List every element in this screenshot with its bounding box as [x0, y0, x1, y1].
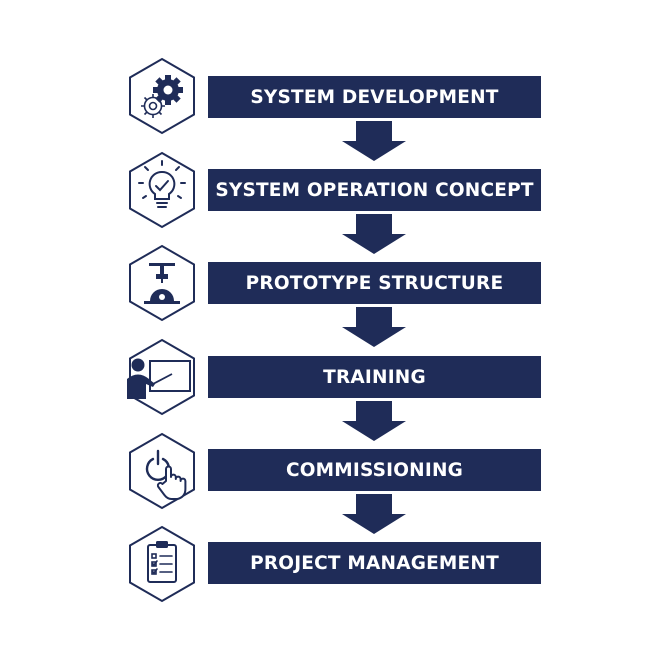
- step-bar-prototype-structure: PROTOTYPE STRUCTURE: [208, 262, 541, 304]
- down-arrow-icon: [342, 121, 406, 161]
- down-arrow-icon: [342, 401, 406, 441]
- presenter-icon: [127, 338, 195, 416]
- step-bar-project-management: PROJECT MANAGEMENT: [208, 542, 541, 584]
- step-label: TRAINING: [323, 366, 426, 388]
- down-arrow-icon: [342, 307, 406, 347]
- lightbulb-icon: [129, 151, 195, 229]
- step-label: SYSTEM OPERATION CONCEPT: [215, 179, 534, 201]
- gears-icon: [129, 57, 195, 135]
- step-label: PROTOTYPE STRUCTURE: [245, 272, 504, 294]
- step-bar-commissioning: COMMISSIONING: [208, 449, 541, 491]
- power-touch-icon: [129, 432, 195, 510]
- step-bar-training: TRAINING: [208, 356, 541, 398]
- down-arrow-icon: [342, 214, 406, 254]
- step-label: COMMISSIONING: [285, 459, 464, 481]
- step-label: SYSTEM DEVELOPMENT: [250, 86, 499, 108]
- clipboard-checklist-icon: [129, 525, 195, 603]
- step-bar-system-operation-concept: SYSTEM OPERATION CONCEPT: [208, 169, 541, 211]
- down-arrow-icon: [342, 494, 406, 534]
- step-bar-system-development: SYSTEM DEVELOPMENT: [208, 76, 541, 118]
- step-label: PROJECT MANAGEMENT: [250, 552, 499, 574]
- press-machine-icon: [129, 244, 195, 322]
